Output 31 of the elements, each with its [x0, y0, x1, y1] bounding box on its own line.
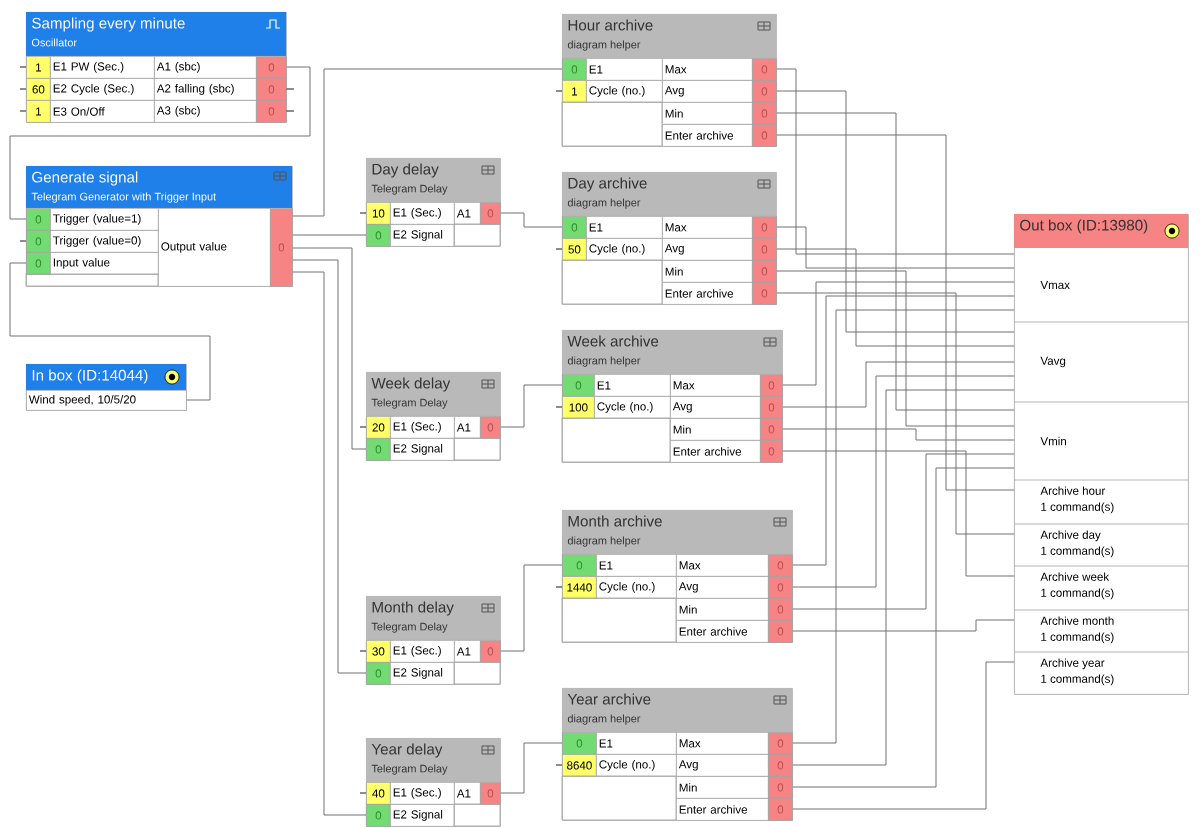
connector [500, 384, 563, 428]
connector [500, 564, 563, 652]
connector [9, 262, 211, 401]
connector [292, 247, 367, 450]
connector [776, 90, 1015, 333]
connector [792, 389, 1015, 766]
connector [292, 259, 367, 674]
connector [500, 212, 563, 228]
connector [776, 270, 1015, 427]
connector [776, 226, 1015, 269]
connector [782, 361, 1015, 408]
connector [292, 271, 367, 816]
connector [500, 742, 563, 794]
connector [792, 295, 1015, 566]
connector [792, 619, 1015, 632]
connector [782, 428, 1015, 441]
connector [776, 68, 1015, 255]
connector [792, 467, 1015, 788]
connector [782, 450, 1015, 577]
connector [792, 453, 1015, 610]
connector [792, 661, 1015, 810]
connector [776, 292, 1015, 535]
connector [782, 281, 1015, 386]
connector [292, 234, 367, 236]
connector [792, 375, 1015, 588]
connector [292, 68, 563, 217]
connector [776, 248, 1015, 347]
connector [9, 66, 311, 220]
connector [776, 134, 1015, 491]
connector [792, 309, 1015, 744]
connector [776, 112, 1015, 411]
